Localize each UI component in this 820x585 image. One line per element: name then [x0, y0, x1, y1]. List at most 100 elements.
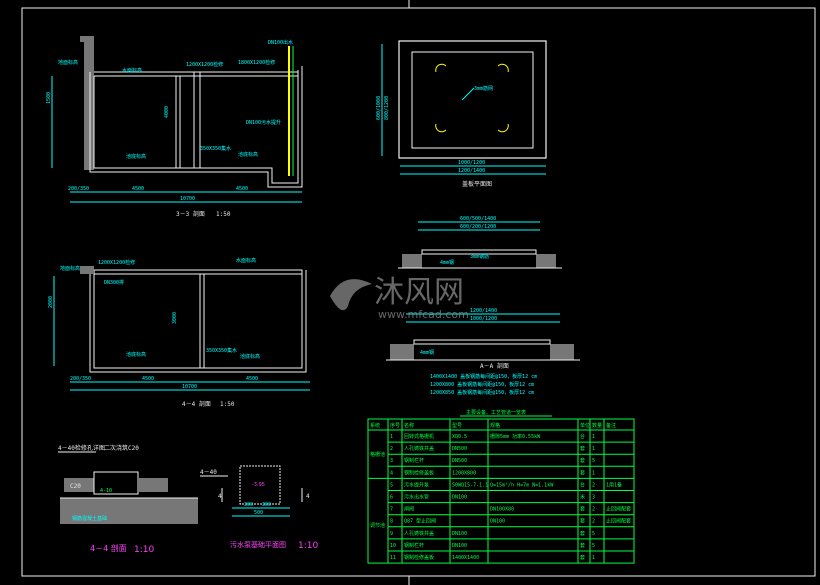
table-cell: DN500: [452, 446, 467, 452]
table-cell: 套: [580, 542, 585, 549]
detail-ref: C20: [70, 483, 81, 490]
svg-text:4: 4: [218, 493, 222, 500]
note-1: 1400X1400 盖板钢筋每间距@150，板厚12 cm: [430, 373, 537, 380]
section-scale: 1:50: [216, 211, 231, 218]
table-group: 格栅池: [370, 451, 385, 458]
svg-text:4000: 4000: [164, 106, 170, 118]
cover-plan: 3mm筋网 600/1000 800/1200 1000/1200 1200/1…: [376, 40, 547, 188]
detail-scale: 1:10: [134, 545, 154, 555]
table-cell: 套: [580, 506, 585, 513]
svg-text:池底标高: 池底标高: [126, 153, 146, 160]
svg-text:350X350集水: 350X350集水: [206, 347, 237, 354]
dim-total: 10700: [182, 384, 197, 390]
table-cell: DN100: [452, 495, 467, 501]
table-cell: 2: [592, 507, 595, 513]
svg-text:350X350集水: 350X350集水: [200, 145, 231, 152]
dim-left-a: 600/1000: [376, 96, 382, 120]
table-cell: 2: [592, 482, 595, 488]
svg-text:2000: 2000: [48, 296, 54, 308]
svg-text:钢筋混凝土基础: 钢筋混凝土基础: [72, 515, 107, 522]
table-cell: 3: [592, 495, 595, 501]
table-cell: 5: [592, 458, 595, 464]
pump-base-plan: 4－40 -3.95 4 4 300 300 500 污水泵基础平面图 1:10: [200, 465, 318, 551]
pump-label: 4－40: [200, 469, 217, 476]
cover-title: 盖板平面图: [462, 180, 492, 188]
pump-elev: -3.95: [252, 482, 265, 488]
left-wall: [84, 42, 94, 170]
cover-notes: 1400X1400 盖板钢筋每间距@150，板厚12 cm 1200X800 盖…: [430, 373, 537, 396]
table-cell: 人孔铸铁井盖: [404, 530, 434, 537]
note-3: 1200X850 盖板钢筋每间距@150，板厚12 cm: [430, 389, 534, 396]
pump-dim-a: 300: [244, 502, 253, 508]
table-cell: 钢制栏杆: [404, 542, 424, 549]
dim-bottom-b: 1000/1200: [470, 316, 497, 322]
table-header: 型号: [452, 422, 462, 429]
svg-text:1200X1200检修: 1200X1200检修: [186, 61, 223, 68]
table-cell: 1: [592, 555, 595, 561]
table-cell: 9: [390, 531, 393, 537]
table-cell: 5: [592, 531, 595, 537]
detail-title: 4－4 剖面: [90, 543, 127, 553]
dim-bottom-a: 1000/1200: [458, 160, 485, 166]
table-cell: 4: [390, 470, 393, 476]
table-cell: 止回阀配套: [606, 506, 631, 513]
section-3-3: 1200X1200检修 1800X1200检修 DN100出水 水面标高 池底标…: [46, 36, 303, 218]
table-cell: 1400X1400: [452, 555, 479, 561]
table-cell: 5: [592, 543, 595, 549]
dim-left: 4500: [132, 186, 144, 192]
table-cell: 人孔铸铁井盖: [404, 445, 434, 452]
dim-left: 4500: [142, 376, 154, 382]
svg-text:3mm钢筋: 3mm钢筋: [470, 253, 489, 260]
dim-top-b: 600/200/1200: [460, 224, 496, 230]
svg-text:4: 4: [306, 493, 310, 500]
table-cell: 1200X800: [452, 470, 476, 476]
table-header: 序号: [390, 422, 400, 429]
pump-dim-b: 300: [262, 502, 271, 508]
table-header: 数量: [592, 422, 602, 429]
svg-text:水面标高: 水面标高: [236, 257, 256, 264]
aa-title: A－A 剖面: [480, 362, 509, 370]
table-cell: DN100: [452, 531, 467, 537]
svg-text:1200X1200检修: 1200X1200检修: [98, 259, 135, 266]
table-cell: 2: [390, 446, 393, 452]
dim-bottom-a: 1200/1400: [470, 308, 497, 314]
table-cell: 6: [390, 495, 393, 501]
table-border: [367, 418, 635, 564]
svg-text:1800X1200检修: 1800X1200检修: [238, 59, 275, 66]
table-cell: 1用1备: [606, 481, 622, 488]
svg-text:地面标高: 地面标高: [58, 59, 78, 66]
watermark-url: www.mfcad.com: [378, 308, 469, 321]
dim-right: 4500: [236, 186, 248, 192]
table-cell: 3: [390, 458, 393, 464]
svg-text:4-10: 4-10: [100, 488, 112, 494]
cover-note: 3mm筋网: [474, 85, 493, 92]
table-cell: 套: [580, 518, 585, 525]
table-cell: 污水提升泵: [404, 481, 429, 488]
table-cell: 1: [390, 434, 393, 440]
table-cell: 11: [390, 555, 396, 561]
table-cell: Q87 型止回阀: [404, 518, 436, 525]
table-header: 名称: [404, 422, 414, 429]
table-cell: 米: [580, 494, 585, 501]
section-scale: 1:50: [220, 401, 235, 408]
svg-text:200/350: 200/350: [70, 376, 91, 382]
table-cell: 钢制检修盖板: [404, 469, 434, 476]
detail-4-4: 4－40检修孔详图 二次浇筑C20 C20 4-10 钢筋混凝土基础 4－4 剖…: [58, 444, 198, 555]
dim-top-a: 600/500/1400: [460, 216, 496, 222]
table-cell: 1: [592, 434, 595, 440]
svg-text:DN100出水: DN100出水: [268, 39, 293, 46]
section-a-a: 600/500/1400 600/200/1200 3mm钢筋 4mm钢 120…: [386, 216, 580, 370]
table-cell: 闸阀: [404, 506, 414, 513]
table-cell: 7: [390, 507, 393, 513]
table-header: 单位: [580, 422, 590, 429]
table-cell: 2: [592, 519, 595, 525]
table-cell: 钢制栏杆: [404, 457, 424, 464]
detail-label: 4－40检修孔详图: [58, 444, 105, 452]
table-cell: 50WQ15-7-1.1: [452, 482, 488, 488]
svg-text:4mm钢: 4mm钢: [440, 259, 454, 266]
svg-text:3000: 3000: [172, 312, 178, 324]
svg-text:池底标高: 池底标高: [126, 351, 146, 358]
svg-text:池底标高: 池底标高: [240, 353, 260, 360]
svg-text:4mm钢: 4mm钢: [420, 349, 434, 356]
